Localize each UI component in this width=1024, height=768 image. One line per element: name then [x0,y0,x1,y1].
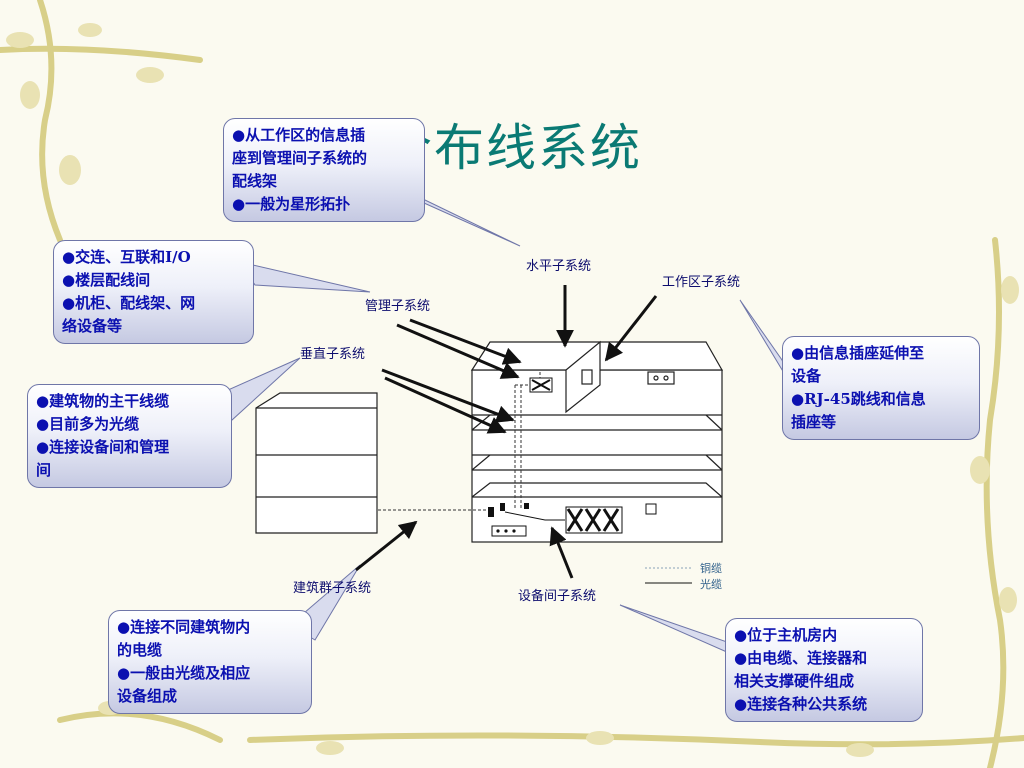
equipment-symbols [488,377,657,537]
callout-workarea: ●由信息插座延伸至 设备 ●RJ-45跳线和信息 插座等 [782,336,980,440]
callout-line: ●位于主机房内 [734,626,838,644]
callout-line: ●连接各种公共系统 [734,695,868,713]
callout-line: 间 [36,461,52,479]
callout-line: 络设备等 [62,317,123,335]
label-admin: 管理子系统 [365,299,431,314]
callout-line: ●目前多为光缆 [36,415,140,433]
legend-copper: 铜缆 [700,562,722,575]
callout-line: 设备组成 [117,687,178,705]
callout-line: ●由电缆、连接器和 [734,649,868,667]
label-workarea: 工作区子系统 [662,275,741,290]
callout-line: ●机柜、配线架、网 [62,294,196,312]
callout-line: ●连接不同建筑物内 [117,618,251,636]
callout-line: 插座等 [791,413,837,431]
pointer-arrows [355,285,658,579]
callout-line: 配线架 [232,172,278,190]
callout-line: 设备 [791,367,822,385]
callout-line: ●建筑物的主干线缆 [36,392,170,410]
callout-backbone: ●建筑物的主干线缆 ●目前多为光缆 ●连接设备间和管理 间 [27,384,232,488]
callout-line: ●从工作区的信息插 [232,126,366,144]
callout-tails [209,189,791,661]
neighbor-building [255,392,378,534]
callout-campus: ●连接不同建筑物内 的电缆 ●一般由光缆及相应 设备组成 [108,610,312,714]
callout-line: ●RJ-45跳线和信息 [791,390,926,408]
callout-line: ●交连、互联和I/O [62,248,191,266]
label-horizontal: 水平子系统 [526,259,592,274]
callout-horizontal: ●从工作区的信息插 座到管理间子系统的 配线架 ●一般为星形拓扑 [223,118,425,222]
label-equipment: 设备间子系统 [518,589,597,604]
callout-equipment: ●位于主机房内 ●由电缆、连接器和 相关支撑硬件组成 ●连接各种公共系统 [725,618,923,722]
callout-line: ●连接设备间和管理 [36,438,170,456]
callout-line: ●一般由光缆及相应 [117,664,251,682]
callout-line: ●由信息插座延伸至 [791,344,925,362]
callout-line: 的电缆 [117,641,163,659]
callout-admin: ●交连、互联和I/O ●楼层配线间 ●机柜、配线架、网 络设备等 [53,240,254,344]
label-backbone: 垂直子系统 [300,347,366,362]
callout-line: 座到管理间子系统的 [232,149,368,167]
callout-line: ●一般为星形拓扑 [232,195,351,213]
cable-legend-lines [645,567,692,584]
label-campus: 建筑群子系统 [293,581,372,596]
callout-line: ●楼层配线间 [62,271,151,289]
callout-line: 相关支撑硬件组成 [734,672,855,690]
legend-fiber: 光缆 [700,578,722,591]
